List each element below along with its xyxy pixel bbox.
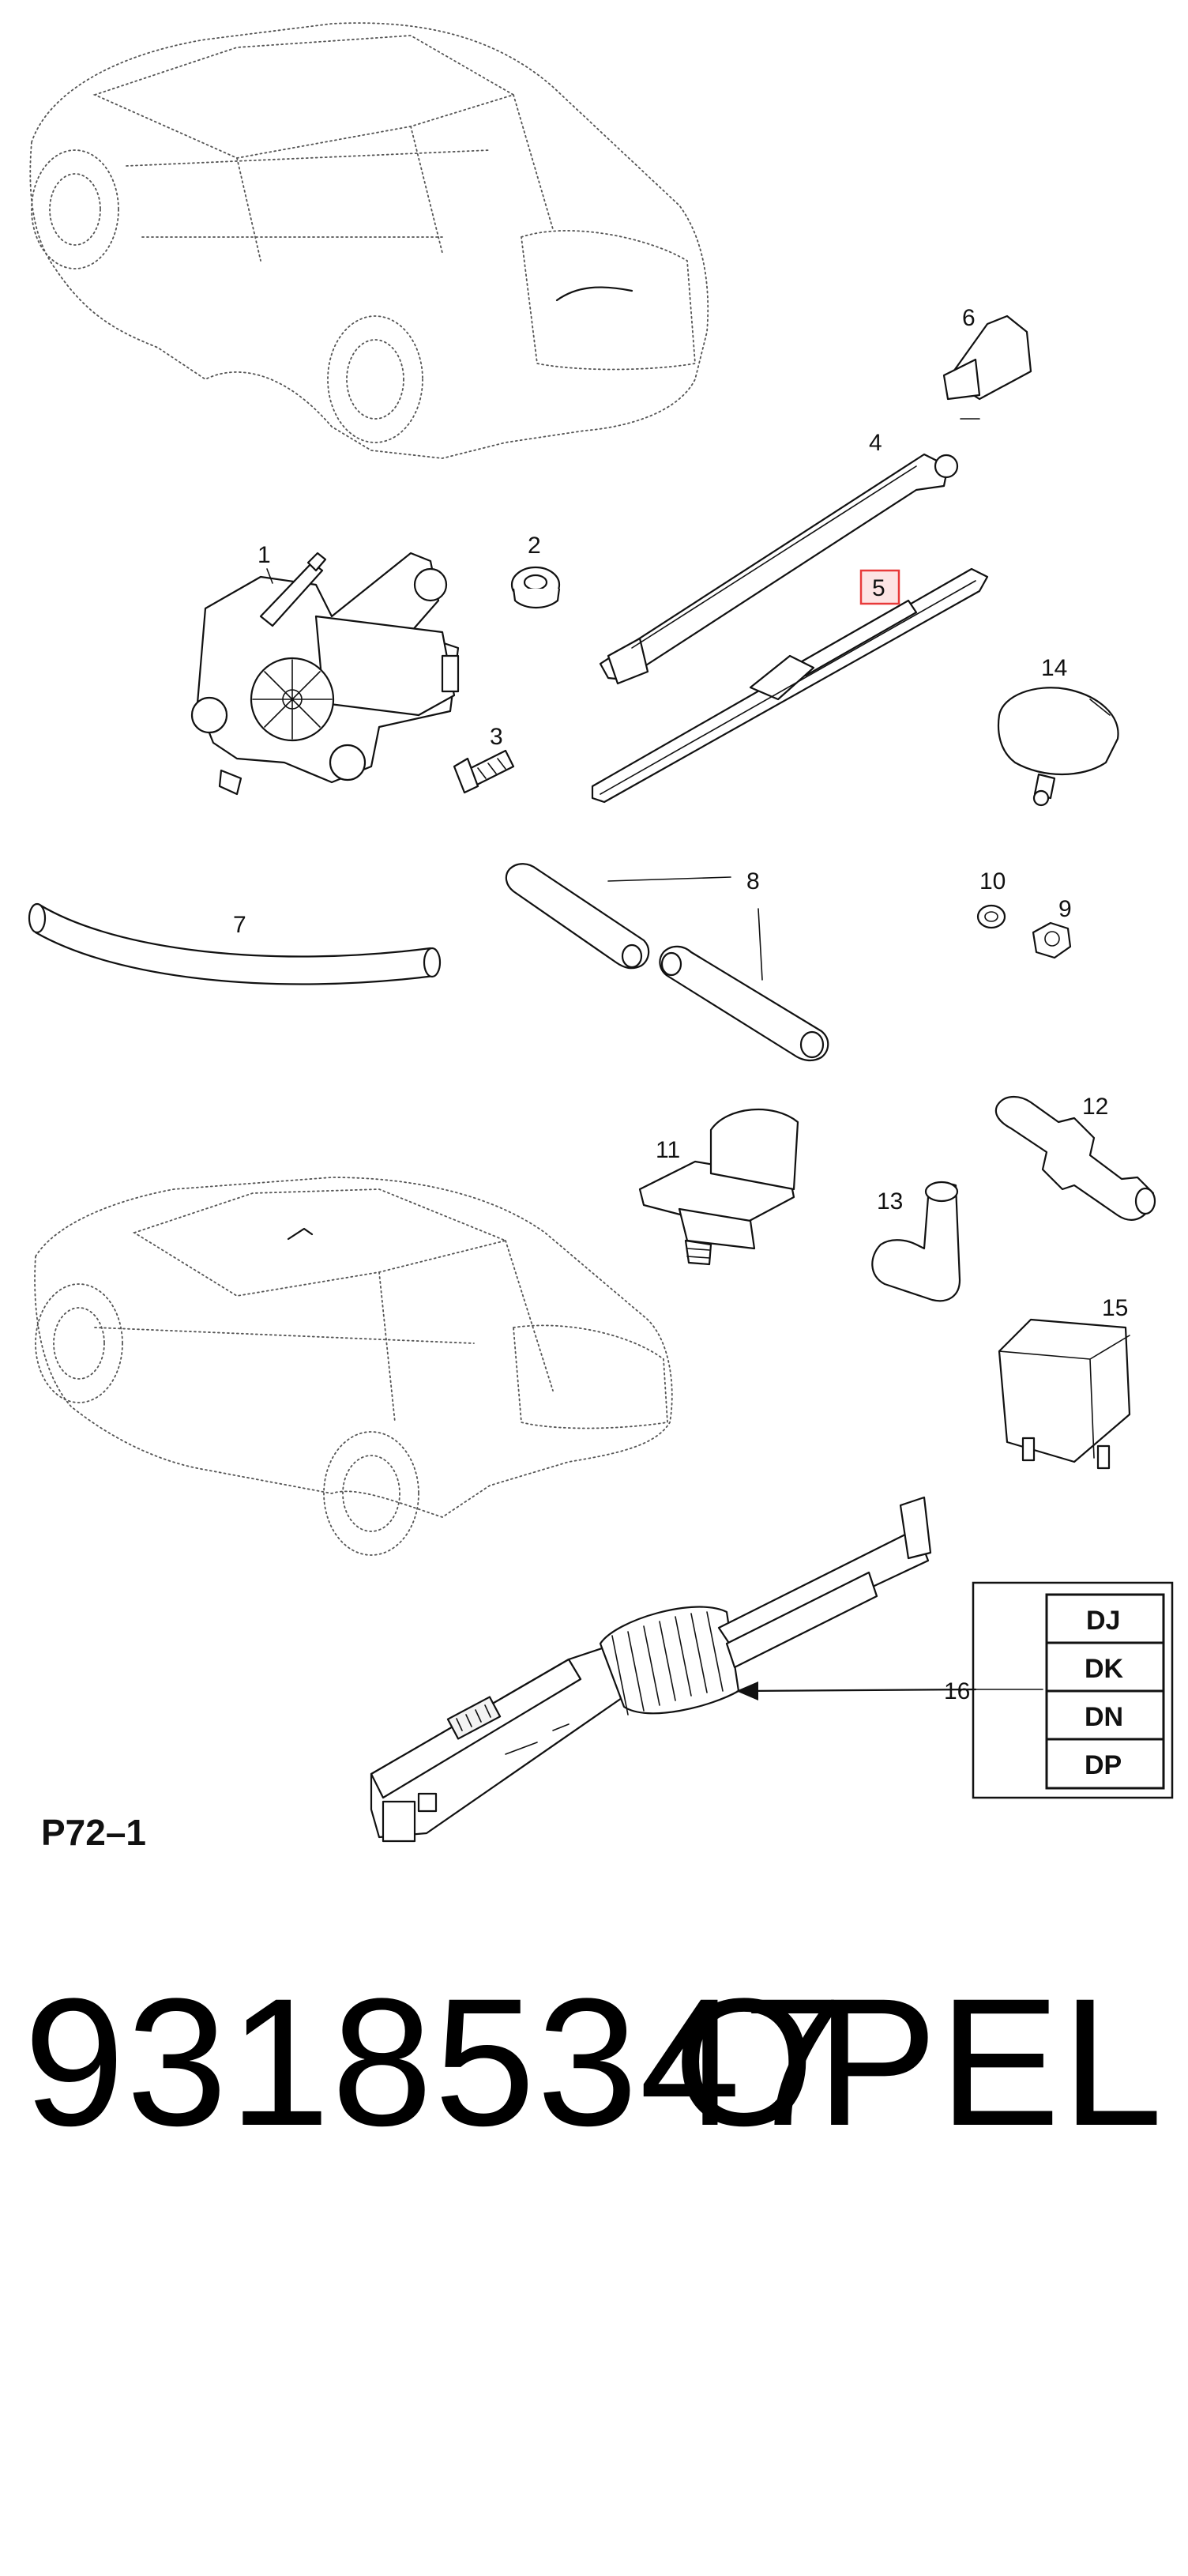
parts-diagram: 1 2 3 4 5 6 7 8 9 10 11 12 13 14 15 16 D… bbox=[28, 22, 1174, 1853]
elbow-icon bbox=[871, 1181, 961, 1302]
hose-icon bbox=[28, 902, 442, 985]
callout-11: 11 bbox=[656, 1137, 680, 1163]
nut-icon bbox=[1032, 921, 1072, 959]
wiper-blade-icon bbox=[591, 567, 989, 804]
callout-4: 4 bbox=[869, 430, 882, 456]
wiper-switch-icon bbox=[370, 1496, 932, 1843]
callout-9: 9 bbox=[1058, 896, 1072, 922]
relay-icon bbox=[998, 1318, 1131, 1470]
wiper-motor-icon bbox=[190, 552, 460, 796]
callout-10: 10 bbox=[979, 868, 1006, 894]
washer-icon bbox=[976, 904, 1006, 929]
variant-dn: DN bbox=[1085, 1702, 1123, 1732]
leader-lines bbox=[266, 418, 1043, 1700]
part-number: 93185347 bbox=[24, 1960, 845, 2164]
wiper-arm-icon bbox=[599, 453, 959, 685]
callout-15: 15 bbox=[1102, 1295, 1128, 1321]
caption-bar: 93185347 OPEL bbox=[24, 1960, 1164, 2165]
callout-2: 2 bbox=[528, 533, 541, 559]
arm-cap-icon bbox=[942, 314, 1032, 401]
callout-6: 6 bbox=[962, 305, 976, 331]
brand-name: OPEL bbox=[673, 1960, 1164, 2164]
callout-7: 7 bbox=[233, 912, 246, 938]
variant-table: DJ DK DN DP bbox=[972, 1581, 1174, 1799]
callout-13: 13 bbox=[877, 1188, 903, 1215]
variant-dp: DP bbox=[1085, 1750, 1122, 1780]
connector-icon bbox=[994, 1096, 1156, 1221]
callout-8: 8 bbox=[746, 868, 760, 894]
callout-5-highlight-box bbox=[859, 569, 900, 605]
bolt-icon bbox=[453, 749, 515, 794]
callout-12: 12 bbox=[1082, 1094, 1108, 1120]
variant-dk: DK bbox=[1085, 1654, 1124, 1684]
car-hatchback-illustration bbox=[34, 1177, 673, 1556]
grommet-icon bbox=[510, 566, 561, 609]
diagram-reference: P72–1 bbox=[41, 1812, 146, 1853]
callout-16: 16 bbox=[944, 1678, 970, 1704]
callout-1: 1 bbox=[258, 542, 271, 568]
clip-icon bbox=[638, 1108, 799, 1266]
callout-14: 14 bbox=[1041, 655, 1067, 681]
washer-jet-icon bbox=[997, 687, 1119, 807]
hose-pair-icon bbox=[505, 863, 829, 1062]
callout-labels: 1 2 3 4 5 6 7 8 9 10 11 12 13 14 15 16 bbox=[233, 305, 1128, 1704]
callout-3: 3 bbox=[490, 724, 503, 750]
variant-dj: DJ bbox=[1086, 1606, 1120, 1636]
callout-5: 5 bbox=[872, 575, 885, 601]
car-estate-illustration bbox=[29, 22, 709, 459]
